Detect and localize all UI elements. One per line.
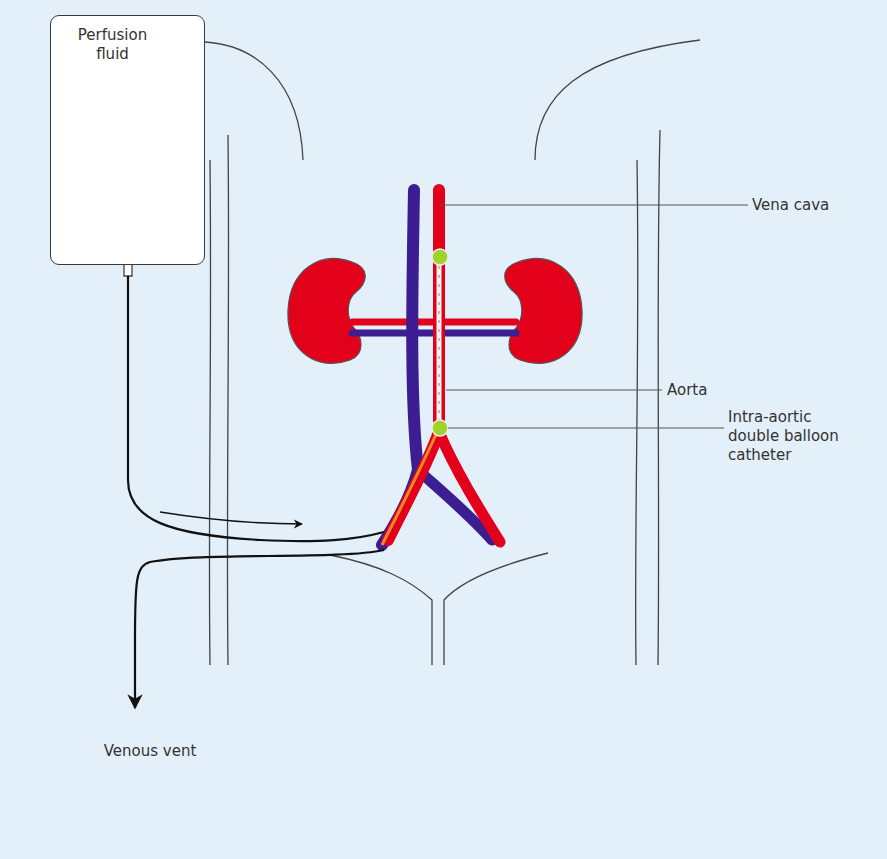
catheter-holes [438,257,440,428]
left-arm [209,160,210,665]
part-label: Intra-aortic double balloon catheter [728,408,853,464]
catheter-tube [382,428,439,545]
left-flank [227,135,228,665]
left-groin [330,555,432,665]
tubing [124,265,384,708]
right-kidney [505,259,582,364]
part-label: Aorta [667,381,747,400]
catheter-shaft [437,257,442,428]
flow-arrow [160,512,302,524]
right-flank [658,130,660,665]
perfusion-line [128,276,384,541]
right-shoulder [535,40,700,160]
bag-outlet [124,265,132,276]
left-shoulder [205,42,303,160]
fluid-bag: Perfusion fluid [50,15,205,265]
leader-line [448,427,724,428]
leader-line [446,389,662,390]
right-arm [636,160,638,665]
upper-balloon [432,249,448,265]
right-groin [444,553,548,665]
aorta [388,190,439,540]
leader-line [440,204,748,205]
part-label: Venous vent [95,742,205,761]
right-iliac-artery [439,432,500,542]
catheter [382,249,448,545]
leader-lines [440,205,748,428]
body-outline [205,40,700,665]
lower-balloon [432,420,448,436]
vessels [352,190,516,545]
venous-vent-line [135,550,384,708]
bag-label: Perfusion fluid [65,26,160,64]
part-label: Vena cava [752,196,877,215]
left-kidney [288,259,365,364]
